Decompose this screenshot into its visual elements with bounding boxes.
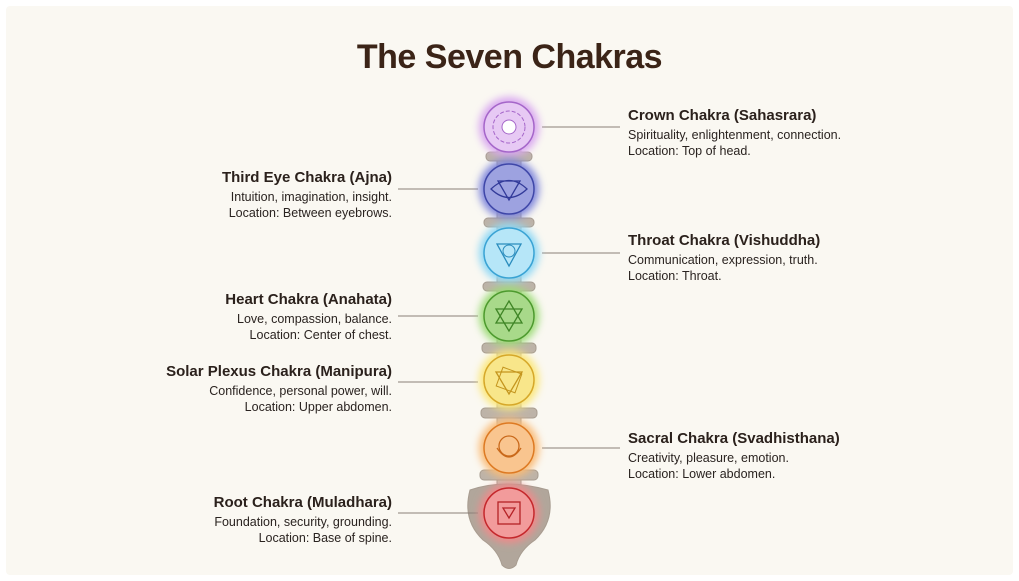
chakra-description: Love, compassion, balance. [237, 312, 392, 326]
chakra-name: Throat Chakra (Vishuddha) [628, 232, 821, 249]
chakra-location: Location: Lower abdomen. [628, 467, 776, 481]
connector-lines [398, 126, 620, 514]
chakra-description: Communication, expression, truth. [628, 253, 818, 267]
label-throat-chakra: Throat Chakra (Vishuddha) Communication,… [628, 232, 820, 284]
chakra-location: Location: Upper abdomen. [244, 400, 392, 414]
label-root-chakra: Root Chakra (Muladhara) Foundation, secu… [214, 494, 392, 546]
chakra-description: Foundation, security, grounding. [214, 515, 392, 529]
chakra-location: Location: Base of spine. [258, 531, 392, 545]
crown-chakra-icon [479, 97, 539, 157]
chakra-name: Heart Chakra (Anahata) [225, 291, 392, 308]
chakra-description: Confidence, personal power, will. [209, 384, 392, 398]
chakra-description: Creativity, pleasure, emotion. [628, 451, 789, 465]
chakra-location: Location: Center of chest. [249, 328, 392, 342]
solar-plexus-chakra-icon [479, 350, 539, 410]
chakra-location: Location: Throat. [628, 269, 722, 283]
third-eye-chakra-icon [479, 159, 539, 219]
chakra-name: Crown Chakra (Sahasrara) [628, 107, 817, 124]
chakra-name: Third Eye Chakra (Ajna) [221, 169, 392, 186]
label-heart-chakra: Heart Chakra (Anahata) Love, compassion,… [225, 291, 392, 343]
label-solar-plexus-chakra: Solar Plexus Chakra (Manipura) Confidenc… [166, 363, 392, 415]
root-chakra-icon [479, 483, 539, 543]
chakra-name: Solar Plexus Chakra (Manipura) [166, 363, 392, 380]
chakra-name: Root Chakra (Muladhara) [213, 494, 392, 511]
chakra-name: Sacral Chakra (Svadhisthana) [628, 430, 840, 447]
chakra-description: Spirituality, enlightenment, connection. [628, 128, 842, 142]
chakra-location: Location: Between eyebrows. [228, 206, 392, 220]
label-sacral-chakra: Sacral Chakra (Svadhisthana) Creativity,… [628, 430, 840, 482]
chakra-location: Location: Top of head. [628, 144, 751, 158]
chakra-description: Intuition, imagination, insight. [230, 190, 392, 204]
label-third-eye-chakra: Third Eye Chakra (Ajna) Intuition, imagi… [222, 169, 392, 221]
throat-chakra-icon [479, 223, 539, 283]
diagram-title: The Seven Chakras [356, 38, 663, 76]
sacral-chakra-icon [479, 418, 539, 478]
label-crown-chakra: Crown Chakra (Sahasrara) Spirituality, e… [628, 107, 841, 159]
heart-chakra-icon [479, 286, 539, 346]
